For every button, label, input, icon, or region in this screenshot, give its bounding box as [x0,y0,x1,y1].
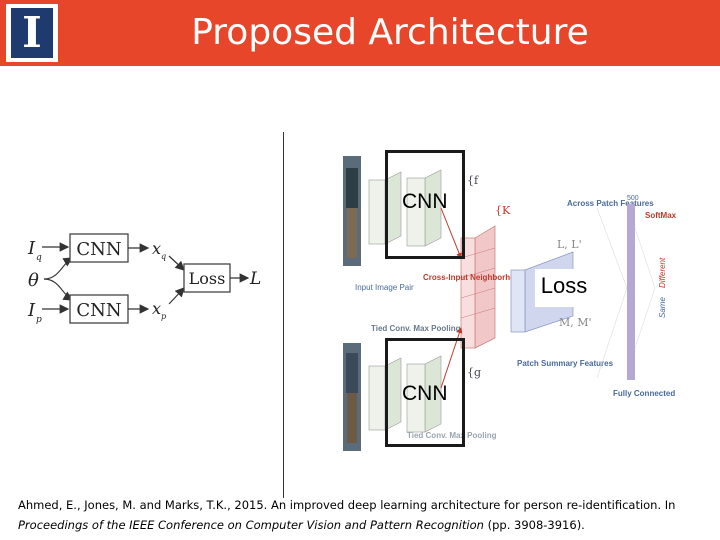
feature-query-sub: q [161,252,166,261]
different-label: Different [658,257,667,288]
loss-overlay-label: Loss [540,273,588,298]
feature-query: x [152,239,161,258]
patch-summary-label: Patch Summary Features [517,359,614,368]
citation: Ahmed, E., Jones, M. and Marks, T.K., 20… [18,495,708,535]
cnn-label-top: CNN [76,239,121,260]
g-set: {g [467,366,481,379]
input-probe-sub: p [36,315,42,325]
cross-input-label: Cross-Input Neighborhood Differences [423,273,571,282]
citation-venue: Proceedings of the IEEE Conference on Co… [18,518,484,532]
loss-box [183,263,231,293]
fully-connected-label: Fully Connected [613,389,675,398]
cnn-overlay-box-top [385,150,465,259]
feature-probe-sub: p [161,312,166,321]
softmax-label: SoftMax [645,211,677,220]
l-label: L, L' [557,238,582,251]
cnn-overlay-label-top: CNN [402,190,448,213]
across-patch-label: Across Patch Features [567,199,654,208]
input-query: I [27,238,36,259]
f-set: {f [467,174,479,187]
university-logo: I [6,4,58,62]
tied-conv-bottom-label: Tied Conv. Max Pooling [407,431,497,440]
logo-letter: I [22,8,42,57]
theta-symbol: θ [28,270,39,291]
citation-line-2: Proceedings of the IEEE Conference on Co… [18,515,708,535]
input-probe: I [27,300,36,321]
tied-conv-top-label: Tied Conv. Max Pooling [371,324,461,333]
logo-shield: I [11,8,53,58]
citation-line-1: Ahmed, E., Jones, M. and Marks, T.K., 20… [18,498,676,512]
same-label: Same [658,297,667,318]
loss-output: L [249,269,261,289]
cnn-overlay-label-bottom: CNN [402,382,448,405]
architecture-figure: Input Image Pair Tied Conv. Max Pooling … [343,156,677,451]
title-bar: I Proposed Architecture [0,0,720,66]
fc-layer [627,204,635,380]
loss-box-label: Loss [189,269,226,288]
siamese-diagram: I q θ I p CNN CNN x q x p Loss L [27,233,261,325]
citation-pages: (pp. 3908-3916). [483,518,585,532]
input-query-sub: q [36,253,42,263]
loss-overlay-box: Loss [535,269,593,307]
vertical-divider [283,132,284,498]
cnn-overlay-box-bottom [385,338,465,447]
input-label: Input Image Pair [355,283,414,292]
feature-probe: x [152,299,161,318]
slide-title: Proposed Architecture [191,12,589,53]
cnn-label-bottom: CNN [76,300,121,321]
out-500: 500 [627,195,639,202]
m-label: M, M' [559,316,592,329]
k-set: {K [495,204,511,217]
